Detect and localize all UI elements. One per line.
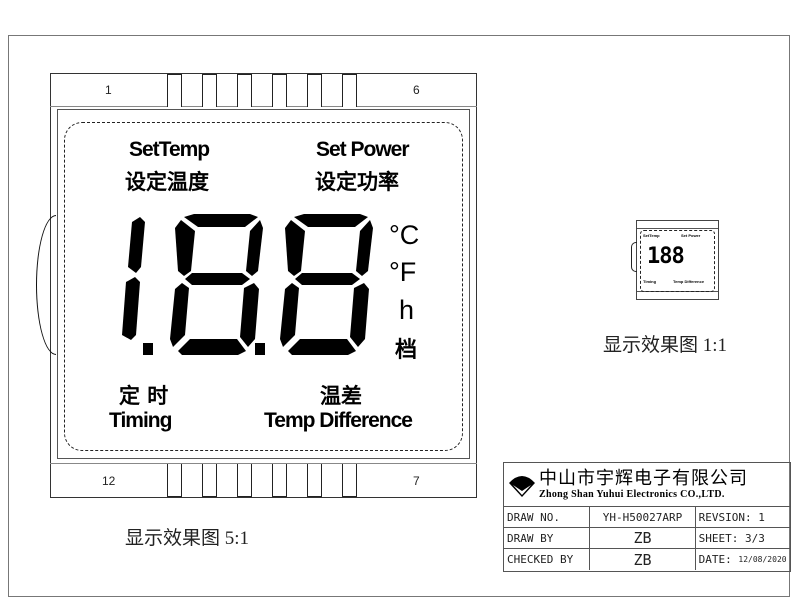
row-checked-by: CHECKED BY ZB DATE: 12/08/2020 [504,549,790,570]
unit-gear: 档 [395,338,418,363]
draw-no-label: DRAW NO. [504,507,591,527]
pin-label-6: 6 [413,83,420,97]
pin-top [342,74,357,107]
label-timing-en: Timing [109,409,172,432]
company-name-en: Zhong Shan Yuhui Electronics CO.,LTD. [539,489,725,500]
pin-bottom [167,464,182,497]
title-block [503,462,791,572]
drawing-frame [8,35,790,597]
title-block-header: 中山市宇辉电子有限公司 Zhong Shan Yuhui Electronics… [503,462,791,507]
checked-by-label: CHECKED BY [504,549,591,570]
label-temp-diff-cn: 温差 [320,384,362,408]
pin-bottom [237,464,252,497]
pin-bottom [307,464,322,497]
seven-segment-display [122,214,373,355]
pin-label-12: 12 [102,474,116,488]
pin-top [167,74,182,107]
label-timing-cn: 定 时 [119,384,169,408]
sheet: SHEET: 3/3 [698,531,765,545]
lcd-panel-outline [50,73,477,498]
pin-top [307,74,322,107]
pin-label-1: 1 [105,83,112,97]
pin-top [202,74,217,107]
preview-bump [631,242,637,272]
label-temp-diff-en: Temp Difference [264,409,413,432]
caption-scale-5-1: 显示效果图 5:1 [125,528,250,549]
pin-bar-top [50,73,477,107]
draw-by-label: DRAW BY [504,528,591,548]
caption-scale-1-1: 显示效果图 1:1 [603,335,728,356]
date-value: 12/08/2020 [738,555,787,564]
label-set-temp-cn: 设定温度 [125,170,209,194]
unit-celsius: °C [389,220,420,250]
viewing-area [64,122,463,451]
draw-by-value: ZB [590,528,696,548]
pin-top [272,74,287,107]
glass-outline [57,109,470,459]
revision: REVSION: 1 [698,510,765,524]
draw-no-value: YH-H50027ARP [590,507,696,527]
pin-bar-bottom [50,463,477,498]
pin-bottom [342,464,357,497]
label-set-power-cn: 设定功率 [315,170,399,194]
label-set-temp-en: SetTemp [129,138,210,161]
company-logo-icon [509,476,535,497]
unit-hour: h [399,295,415,325]
segment-1b [128,217,145,273]
date: DATE: 12/08/2020 [696,549,790,570]
row-draw-no: DRAW NO. YH-H50027ARP REVSION: 1 [504,507,790,528]
pin-bottom [272,464,287,497]
unit-fahrenheit: °F [389,257,417,287]
title-block-rows: DRAW NO. YH-H50027ARP REVSION: 1 DRAW BY… [504,507,790,570]
pin-top [237,74,252,107]
company-name-cn: 中山市宇辉电子有限公司 [539,468,748,489]
label-set-power-en: Set Power [316,138,410,161]
pin-label-7: 7 [413,474,420,488]
pin-bottom [202,464,217,497]
preview-1-1: SetTemp Set Power 188 Timing Temp Differ… [636,220,719,300]
date-label: DATE: [698,553,732,566]
checked-by-value: ZB [590,549,696,570]
row-draw-by: DRAW BY ZB SHEET: 3/3 [504,528,790,549]
